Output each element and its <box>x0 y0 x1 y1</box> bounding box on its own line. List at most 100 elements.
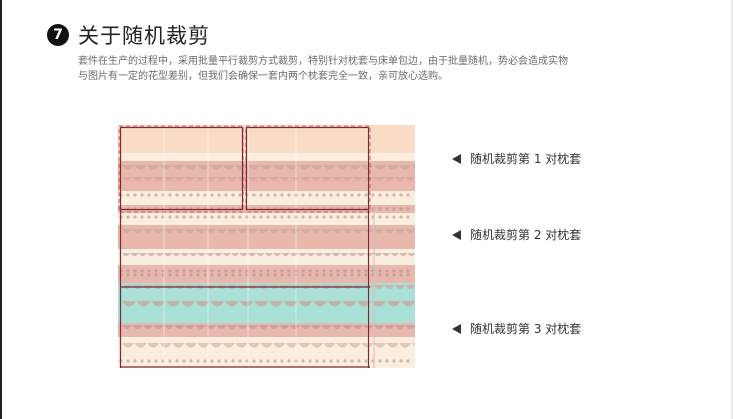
fabric-dot <box>350 269 353 272</box>
cut-label-1: 随机裁剪第 1 对枕套 <box>452 150 581 167</box>
fabric-dot <box>224 193 227 196</box>
fabric-dot <box>287 273 290 276</box>
fabric-dot <box>350 273 353 276</box>
fabric-band <box>118 283 415 295</box>
fabric-dot <box>273 215 276 218</box>
fabric-dot <box>336 359 339 362</box>
fabric-dot <box>189 269 192 272</box>
fabric-dot <box>364 269 367 272</box>
fabric-dot <box>252 359 255 362</box>
fabric-dot <box>343 269 346 272</box>
fabric-dot <box>392 207 395 210</box>
fabric-dot <box>315 193 318 196</box>
fabric-dot <box>154 215 157 218</box>
fabric-dot <box>168 193 171 196</box>
fabric-dot <box>280 359 283 362</box>
fabric-dot <box>343 273 346 276</box>
fabric-dot <box>147 269 150 272</box>
fabric-dot <box>259 273 262 276</box>
fabric-dot <box>154 193 157 196</box>
fabric-dot <box>392 269 395 272</box>
fabric-dot <box>273 269 276 272</box>
fabric-dot <box>378 193 381 196</box>
fabric-dot <box>168 215 171 218</box>
fabric-dot <box>350 359 353 362</box>
fabric-dot <box>343 215 346 218</box>
fabric-dot <box>329 273 332 276</box>
fabric-band <box>118 337 415 368</box>
fabric-dot <box>203 273 206 276</box>
fabric-dot <box>217 193 220 196</box>
fabric-band <box>118 249 415 265</box>
fabric-dot <box>231 359 234 362</box>
fabric-dot <box>385 269 388 272</box>
fabric-dot <box>280 269 283 272</box>
fabric-dot <box>364 359 367 362</box>
fabric-dot <box>399 273 402 276</box>
fabric-dot <box>308 359 311 362</box>
fabric-dot <box>224 359 227 362</box>
fabric-dot <box>315 215 318 218</box>
fabric-dot <box>224 215 227 218</box>
fabric-dot <box>238 273 241 276</box>
fabric-dot <box>210 273 213 276</box>
fabric-dot <box>322 273 325 276</box>
fabric-dot <box>126 269 129 272</box>
fabric-dot <box>140 273 143 276</box>
fabric-dot <box>329 359 332 362</box>
fabric-dot <box>231 269 234 272</box>
fabric-dot <box>259 215 262 218</box>
fabric-dot <box>210 359 213 362</box>
fabric-dot <box>406 215 409 218</box>
fabric-dot <box>399 207 402 210</box>
arrow-left-icon <box>452 230 461 240</box>
fabric-dot <box>196 193 199 196</box>
fabric-dot <box>287 215 290 218</box>
fabric-dot <box>133 359 136 362</box>
fabric-dot <box>231 193 234 196</box>
fabric-dot <box>385 215 388 218</box>
fabric-dot <box>266 215 269 218</box>
fabric-dot <box>259 193 262 196</box>
fabric-dot <box>126 273 129 276</box>
fabric-dot <box>217 215 220 218</box>
fabric-dot <box>133 273 136 276</box>
fabric-dot <box>140 193 143 196</box>
fabric-dot <box>399 215 402 218</box>
fabric-dot <box>287 269 290 272</box>
fabric-dot <box>378 273 381 276</box>
fabric-dot <box>203 193 206 196</box>
fabric-dot <box>147 359 150 362</box>
fabric-dot <box>406 193 409 196</box>
fabric-dot <box>140 269 143 272</box>
fabric-dot <box>231 273 234 276</box>
fabric-dot <box>175 359 178 362</box>
fabric-dot <box>315 359 318 362</box>
fabric-dot <box>252 215 255 218</box>
fabric-dot <box>336 193 339 196</box>
description-line-1: 套件在生产的过程中，采用批量平行裁剪方式裁剪，特别针对枕套与床单包边，由于批量随… <box>78 56 568 67</box>
fabric-dot <box>259 359 262 362</box>
fabric-band <box>118 295 415 323</box>
description-text: 套件在生产的过程中，采用批量平行裁剪方式裁剪，特别针对枕套与床单包边，由于批量随… <box>78 54 678 84</box>
fabric-dot <box>329 215 332 218</box>
fabric-dot <box>364 215 367 218</box>
fabric-dot <box>357 193 360 196</box>
fabric-dot <box>392 193 395 196</box>
arrow-left-icon <box>452 154 461 164</box>
cut-label-3: 随机裁剪第 3 对枕套 <box>452 320 581 337</box>
fabric-dot <box>378 359 381 362</box>
fabric-dot <box>322 215 325 218</box>
fabric-dot <box>210 269 213 272</box>
fabric-dot <box>168 359 171 362</box>
fabric-dot <box>175 193 178 196</box>
fabric-dot <box>357 215 360 218</box>
fabric-dot <box>357 273 360 276</box>
fabric-dot <box>217 273 220 276</box>
fabric-dot <box>273 273 276 276</box>
fabric-dot <box>182 269 185 272</box>
fabric-dot <box>392 359 395 362</box>
fabric-dot <box>252 273 255 276</box>
fabric-dot <box>392 273 395 276</box>
fabric-dot <box>196 359 199 362</box>
